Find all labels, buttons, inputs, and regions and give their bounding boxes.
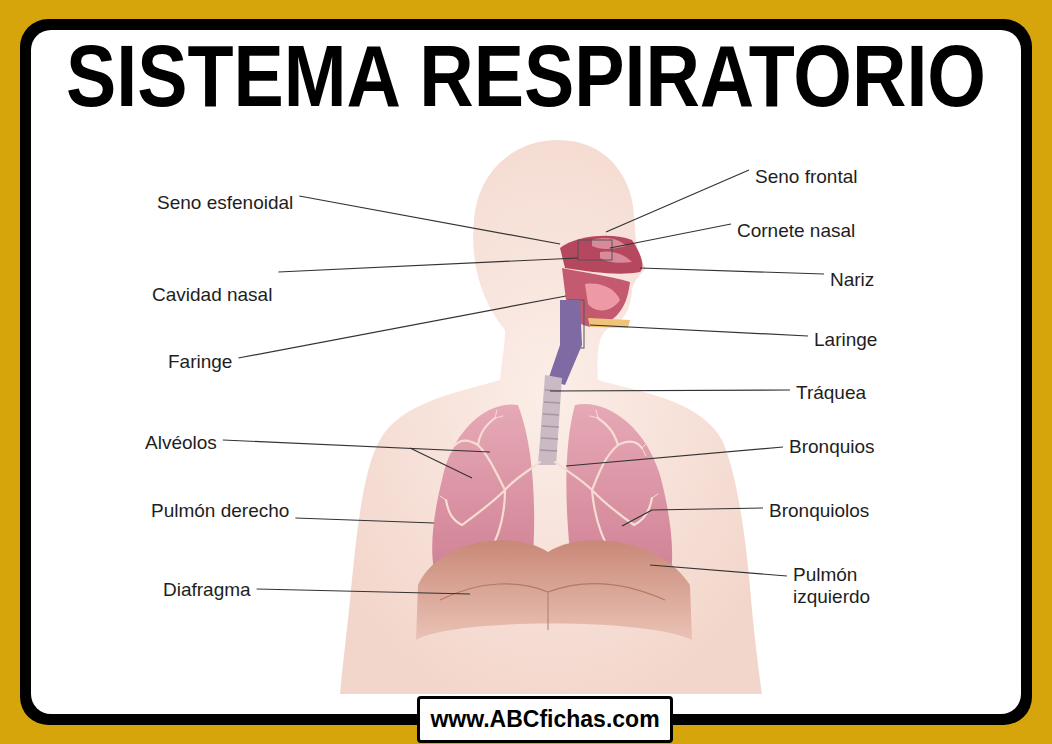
leader-line bbox=[223, 440, 490, 452]
leader-line bbox=[410, 448, 472, 478]
leader-lines bbox=[223, 170, 824, 594]
leader-line bbox=[652, 508, 763, 510]
leader-line bbox=[622, 510, 652, 526]
leader-line bbox=[566, 447, 783, 466]
part-label: Seno frontal bbox=[755, 166, 857, 188]
part-label: Pulmón derecho bbox=[151, 500, 289, 522]
part-label: Alvéolos bbox=[145, 432, 217, 454]
leader-line bbox=[550, 390, 790, 391]
frame bbox=[20, 19, 1032, 725]
part-label: Bronquios bbox=[789, 436, 875, 458]
watermark: www.ABCfichas.com bbox=[417, 696, 672, 743]
part-label: Diafragma bbox=[163, 579, 251, 601]
part-label: Cavidad nasal bbox=[152, 284, 272, 306]
part-label: Cornete nasal bbox=[737, 220, 855, 242]
leader-line bbox=[610, 224, 731, 248]
part-label: Laringe bbox=[814, 329, 877, 351]
body-silhouette bbox=[340, 140, 762, 694]
title: SISTEMA RESPIRATORIO bbox=[66, 28, 986, 125]
part-label: Bronquiolos bbox=[769, 500, 869, 522]
leader-line bbox=[238, 296, 566, 358]
diaphragm bbox=[416, 540, 692, 640]
trachea bbox=[538, 375, 562, 465]
part-label: Faringe bbox=[168, 351, 232, 373]
leader-line bbox=[640, 268, 824, 274]
leader-line bbox=[278, 258, 578, 272]
leader-line bbox=[650, 565, 787, 576]
leader-line bbox=[590, 325, 808, 336]
leader-line bbox=[295, 518, 434, 523]
part-label: Seno esfenoidal bbox=[157, 192, 293, 214]
panel bbox=[31, 30, 1021, 714]
part-label: Tráquea bbox=[796, 382, 866, 404]
leader-line bbox=[606, 170, 749, 232]
part-label: Pulmón izquierdo bbox=[793, 564, 905, 608]
part-label: Nariz bbox=[830, 269, 874, 291]
leader-line bbox=[257, 589, 470, 594]
leader-line bbox=[299, 196, 560, 244]
